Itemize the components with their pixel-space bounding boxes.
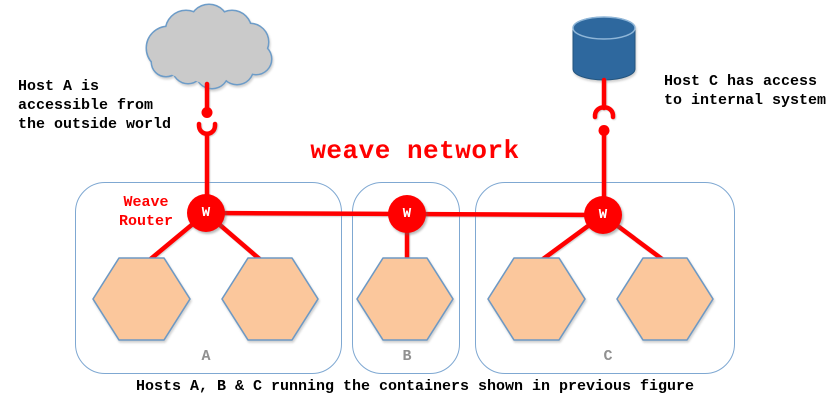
socket-up-connector-icon (196, 121, 218, 136)
figure-caption: Hosts A, B & C running the containers sh… (135, 378, 695, 395)
host-label-a: A (201, 348, 211, 365)
host-label-b: B (402, 348, 412, 365)
host-label-c: C (603, 348, 613, 365)
weave-router-a: W (187, 194, 225, 232)
router-symbol: W (598, 207, 608, 223)
router-label-line: Router (118, 213, 173, 230)
router-symbol: W (402, 206, 412, 222)
note-line: the outside world (18, 116, 172, 133)
note-host-a: Host A is accessible from the outside wo… (18, 77, 171, 134)
note-line: Host A is (18, 78, 100, 95)
socket-down-connector-icon (592, 105, 616, 120)
ball-connector-icon (201, 107, 213, 118)
router-symbol: W (201, 205, 211, 221)
router-label-line: Weave (123, 194, 169, 211)
database-icon (572, 16, 636, 81)
weave-router-c: W (584, 196, 622, 234)
ball-connector-icon (598, 125, 610, 136)
diagram-title: weave network (310, 136, 520, 166)
weave-router-b: W (388, 195, 426, 233)
cloud-icon (145, 3, 273, 90)
note-line: accessible from (18, 97, 154, 114)
note-line: Host C has access (664, 73, 818, 90)
note-host-c: Host C has access to internal system (664, 72, 826, 110)
host-box-b (352, 182, 460, 374)
weave-router-label: Weave Router (110, 193, 182, 231)
note-line: to internal system (664, 92, 827, 109)
